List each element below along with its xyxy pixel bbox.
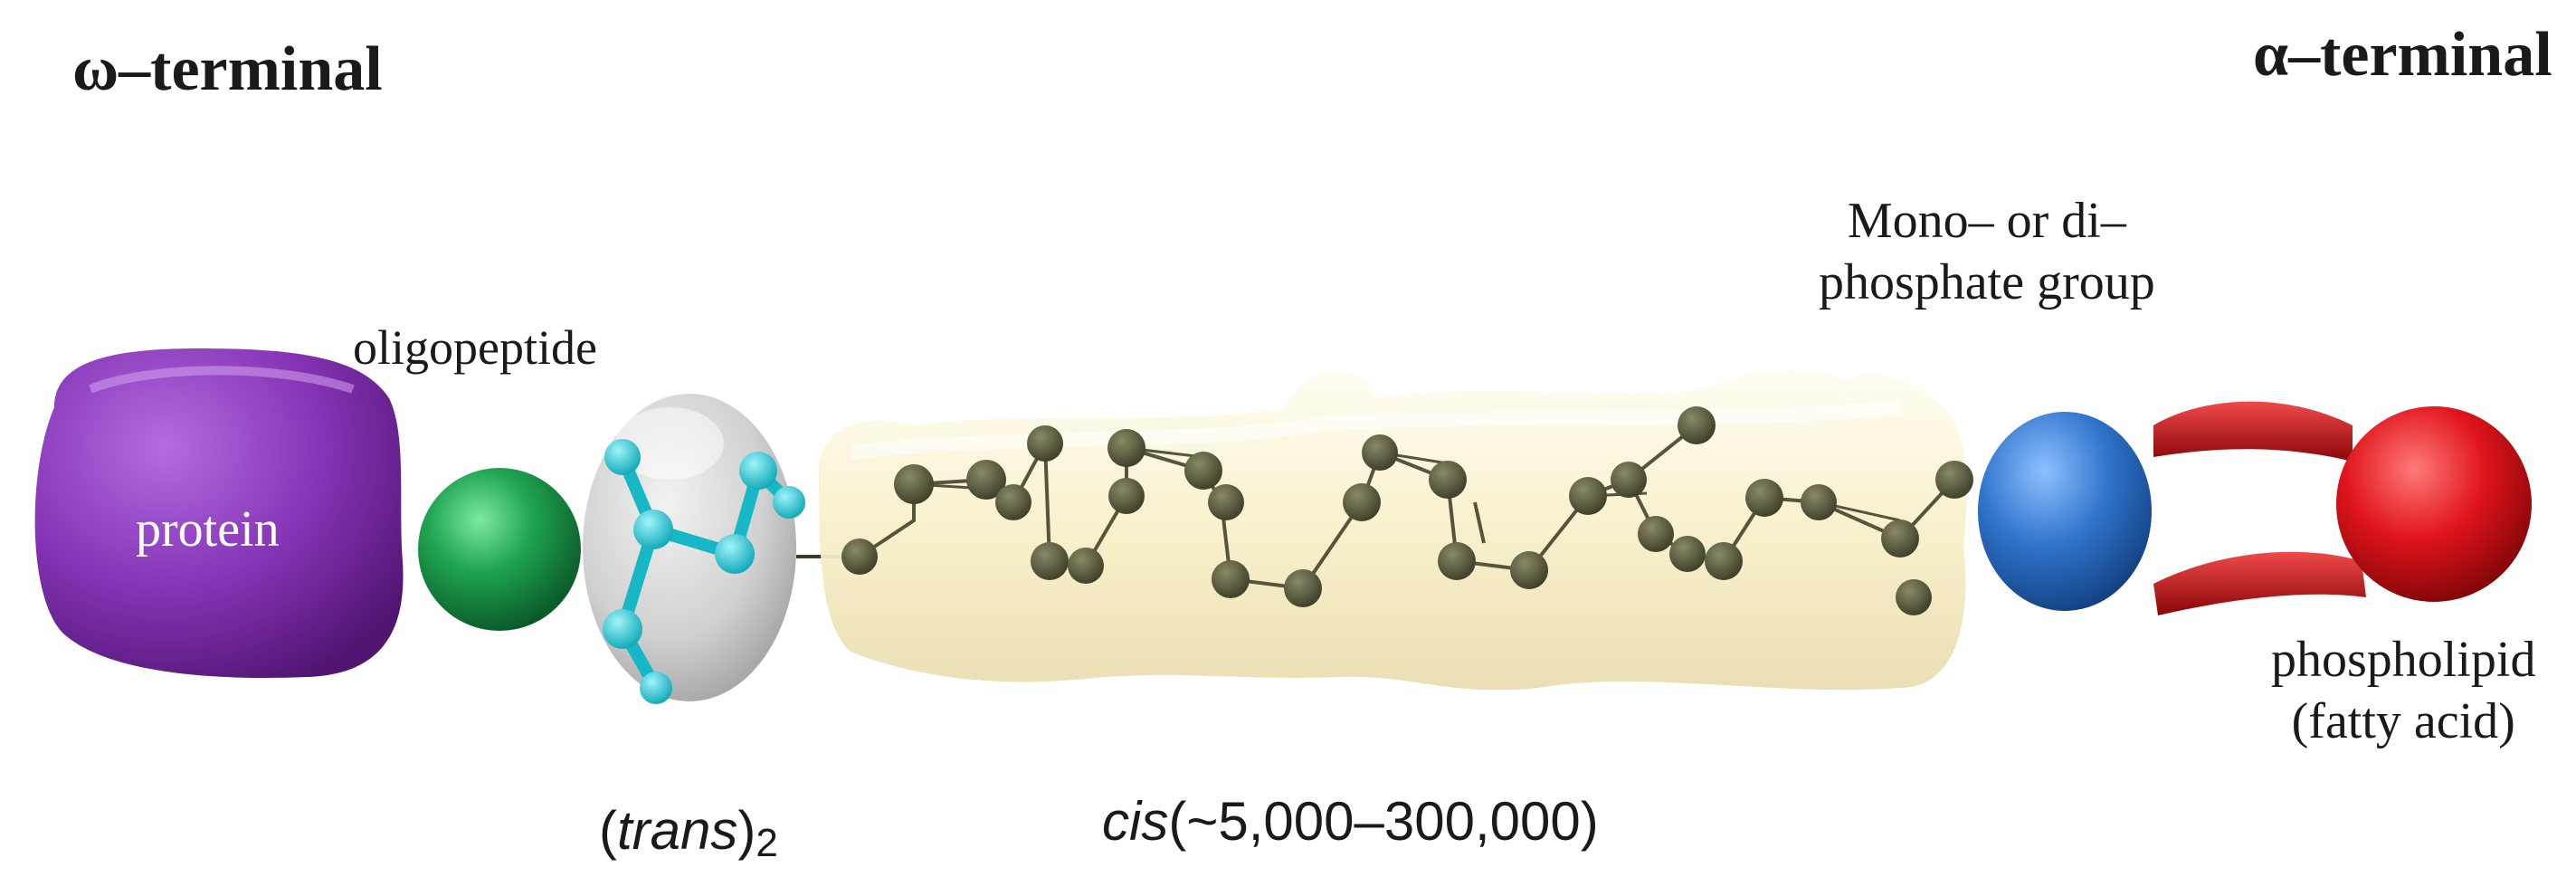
phosphate-group-label: Mono– or di– phosphate group bbox=[1819, 190, 2155, 314]
cis-chain-atoms bbox=[841, 406, 1973, 615]
omega-terminal-label: ω–terminal bbox=[72, 34, 383, 104]
trans-subscript: 2 bbox=[756, 821, 778, 865]
phospholipid-label: phospholipid (fatty acid) bbox=[2271, 629, 2535, 753]
cis-chain-bubble bbox=[819, 370, 1967, 691]
phospholipid-sphere bbox=[2336, 406, 2532, 602]
protein-shape bbox=[34, 348, 404, 678]
trans-label: (trans)2 bbox=[599, 800, 778, 865]
phospholipid-label-line2: (fatty acid) bbox=[2291, 693, 2515, 750]
cis-label: cis(~5,000–300,000) bbox=[1102, 792, 1599, 852]
trans-atoms bbox=[603, 439, 805, 704]
cis-range: (~5,000–300,000) bbox=[1168, 791, 1599, 852]
trans-close-paren: ) bbox=[737, 800, 756, 861]
trans-word: trans bbox=[616, 800, 738, 861]
trans-open-paren: ( bbox=[599, 800, 617, 861]
oligopeptide-sphere bbox=[418, 468, 581, 631]
phosphate-group-label-line2: phosphate group bbox=[1819, 254, 2155, 311]
protein-label: protein bbox=[136, 501, 280, 558]
cis-word: cis bbox=[1102, 791, 1169, 852]
oligopeptide-label: oligopeptide bbox=[353, 320, 597, 375]
phospholipid-label-line1: phospholipid bbox=[2271, 632, 2536, 688]
phosphate-group-label-line1: Mono– or di– bbox=[1847, 193, 2126, 249]
trans-units-bubble bbox=[583, 394, 796, 701]
phosphate-group-sphere bbox=[1978, 412, 2152, 611]
alpha-terminal-label: α–terminal bbox=[2253, 20, 2552, 90]
phospholipid-tails bbox=[2153, 401, 2366, 615]
